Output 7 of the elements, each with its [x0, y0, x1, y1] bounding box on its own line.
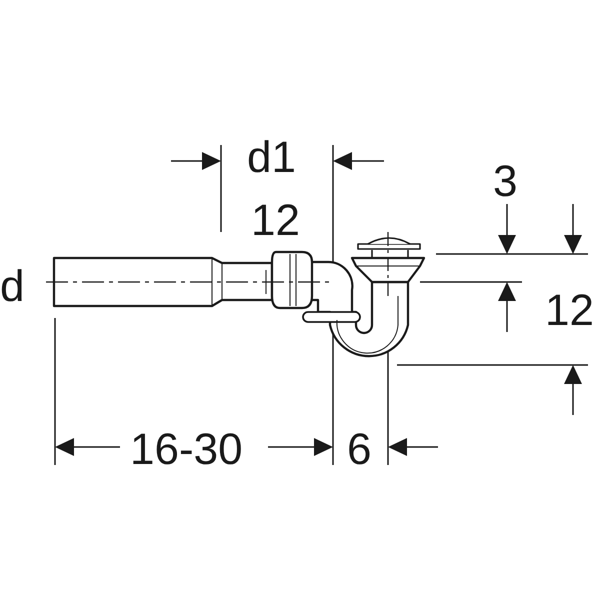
dimension-label: d1	[247, 136, 296, 180]
dimension-label: 16-30	[130, 428, 243, 472]
dimension-label: 3	[493, 160, 518, 204]
dimension-label: 6	[347, 428, 372, 472]
dimension-label: 12	[545, 289, 594, 333]
dimension-label: d	[0, 265, 24, 309]
dimension-label: 12	[251, 199, 300, 243]
